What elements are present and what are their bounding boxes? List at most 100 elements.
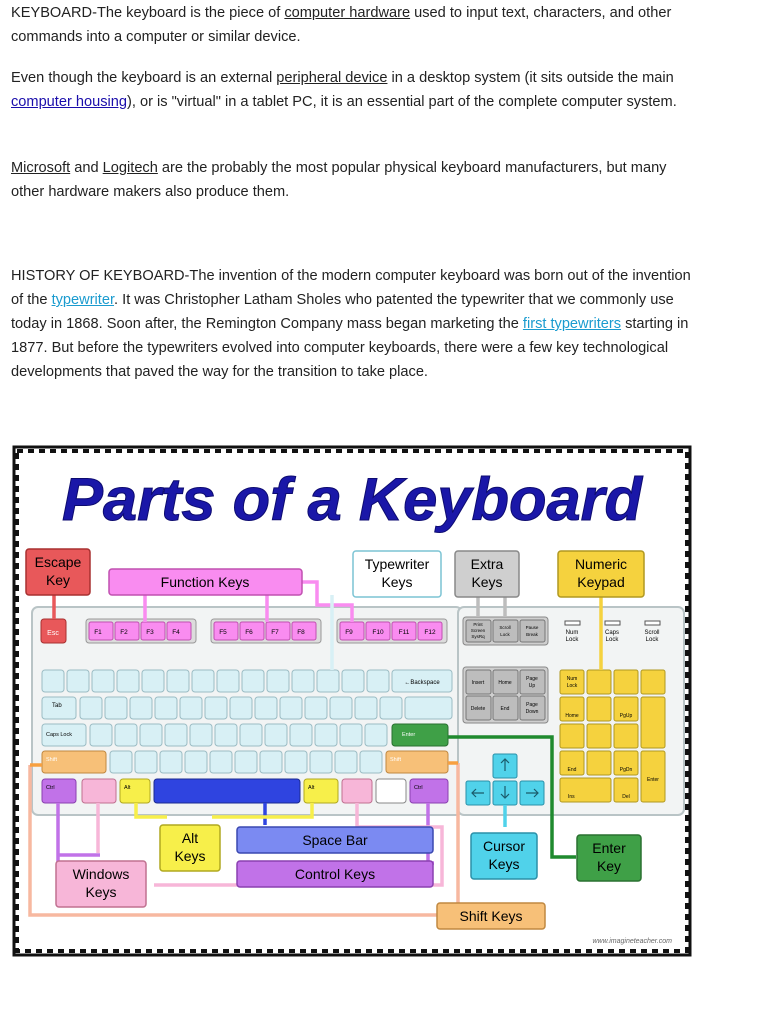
numeric-text: Numeric bbox=[575, 556, 627, 572]
key bbox=[114, 723, 138, 747]
f9-label: F9 bbox=[345, 629, 353, 636]
kp-key bbox=[613, 750, 639, 776]
f10-label: F10 bbox=[372, 629, 384, 636]
alt-left-key bbox=[119, 778, 151, 804]
cursor-keys bbox=[465, 753, 545, 806]
print-label: Screen bbox=[471, 628, 486, 633]
f3-label: F3 bbox=[146, 629, 154, 636]
key bbox=[154, 696, 178, 720]
key bbox=[259, 750, 283, 774]
tab-label: Tab bbox=[52, 703, 62, 709]
kp-enter-label: Enter bbox=[647, 777, 659, 783]
windows-right-key bbox=[341, 778, 373, 804]
kp-key bbox=[586, 723, 612, 749]
f12-key bbox=[417, 621, 443, 641]
kp-ins-key bbox=[559, 777, 612, 803]
windows-keys-box bbox=[55, 860, 147, 908]
windows-left-key bbox=[81, 778, 117, 804]
kp-key bbox=[559, 750, 585, 776]
numeric-text: Keypad bbox=[577, 574, 624, 590]
key bbox=[129, 696, 153, 720]
text: HISTORY OF KEYBOARD-The invention of the… bbox=[11, 268, 691, 308]
page-down-label: Down bbox=[526, 709, 539, 715]
caps-lock-key bbox=[41, 723, 87, 747]
label-numeric-keypad: Numeric Keypad bbox=[557, 550, 645, 598]
kp-plus-key bbox=[640, 696, 666, 749]
label-enter-key: Enter Key bbox=[576, 834, 642, 882]
text: KEYBOARD-The keyboard is the piece of bbox=[11, 5, 285, 21]
key bbox=[316, 669, 340, 693]
key bbox=[289, 723, 313, 747]
kp-pgup-label: PgUp bbox=[620, 713, 633, 719]
typewriter-keys-box bbox=[352, 550, 442, 598]
alt-keys-box bbox=[159, 824, 221, 872]
esc-key-label: Esc bbox=[47, 630, 59, 637]
key bbox=[204, 696, 228, 720]
escape-key-box bbox=[25, 548, 91, 596]
key bbox=[229, 696, 253, 720]
ctrl-right-label: Ctrl bbox=[414, 785, 423, 791]
space-bar-text: Space Bar bbox=[302, 832, 368, 848]
text: in a desktop system (it sits outside the… bbox=[387, 70, 674, 86]
enter-connector bbox=[448, 735, 576, 859]
enter-text: Key bbox=[597, 858, 621, 874]
key bbox=[284, 750, 308, 774]
f7-key bbox=[265, 621, 291, 641]
text: starting in 1877. But before the typewri… bbox=[11, 316, 689, 380]
kp-key bbox=[613, 669, 639, 695]
ctrl-right-key bbox=[409, 778, 449, 804]
key bbox=[364, 723, 388, 747]
end-label: End bbox=[501, 706, 510, 712]
kp-key bbox=[640, 669, 666, 695]
key bbox=[379, 696, 403, 720]
label-alt-keys: Alt Keys bbox=[159, 824, 221, 872]
key bbox=[341, 669, 365, 693]
kp-num-label: Lock bbox=[567, 683, 578, 689]
f7-label: F7 bbox=[271, 629, 279, 636]
link-microsoft[interactable]: Microsoft bbox=[11, 160, 71, 176]
key bbox=[41, 669, 65, 693]
caps-lock-text: Caps bbox=[605, 630, 619, 636]
keyboard-diagram-image: Parts of a Keyboard Esc F1 F2 F3 F4 F5 F… bbox=[12, 445, 692, 957]
key bbox=[179, 696, 203, 720]
shift-keys-box bbox=[436, 902, 546, 930]
key bbox=[216, 669, 240, 693]
backspace-key bbox=[391, 669, 453, 693]
scroll-lock-key bbox=[492, 619, 519, 643]
key bbox=[309, 750, 333, 774]
typewriter-text: Typewriter bbox=[365, 556, 430, 572]
key bbox=[184, 750, 208, 774]
kp-del-key bbox=[613, 777, 639, 803]
ctrl-left-label: Ctrl bbox=[46, 785, 55, 791]
link-peripheral-device[interactable]: peripheral device bbox=[276, 70, 388, 86]
ctrl-left-key bbox=[41, 778, 77, 804]
link-computer-housing[interactable]: computer housing bbox=[11, 94, 128, 110]
alt-text: Alt bbox=[182, 830, 198, 846]
pause-break-key bbox=[519, 619, 546, 643]
home-key bbox=[492, 669, 519, 695]
windows-text: Keys bbox=[85, 884, 116, 900]
link-typewriter[interactable]: typewriter bbox=[51, 292, 115, 308]
backspace-label: ←Backspace bbox=[404, 680, 440, 686]
label-cursor-keys: Cursor Keys bbox=[470, 832, 538, 880]
key bbox=[141, 669, 165, 693]
typewriter-keys: ←Backspace Tab Caps Lock Enter bbox=[41, 669, 453, 804]
print-label: Print bbox=[473, 622, 483, 627]
function-key-group-1: F1 F2 F3 F4 bbox=[85, 618, 197, 644]
f5-key bbox=[213, 621, 239, 641]
f6-key bbox=[239, 621, 265, 641]
function-keys-box bbox=[108, 568, 303, 596]
link-computer-hardware[interactable]: computer hardware bbox=[284, 5, 411, 21]
kp-enter-key bbox=[640, 750, 666, 803]
key bbox=[89, 723, 113, 747]
f12-label: F12 bbox=[424, 629, 436, 636]
key bbox=[339, 723, 363, 747]
escape-label-text: Key bbox=[46, 572, 70, 588]
cursor-text: Keys bbox=[488, 856, 519, 872]
key bbox=[134, 750, 158, 774]
f10-key bbox=[365, 621, 391, 641]
num-lock-text: Lock bbox=[566, 637, 580, 643]
link-logitech[interactable]: Logitech bbox=[102, 160, 158, 176]
link-first-typewriters[interactable]: first typewriters bbox=[522, 316, 622, 332]
enter-key-box bbox=[576, 834, 642, 882]
